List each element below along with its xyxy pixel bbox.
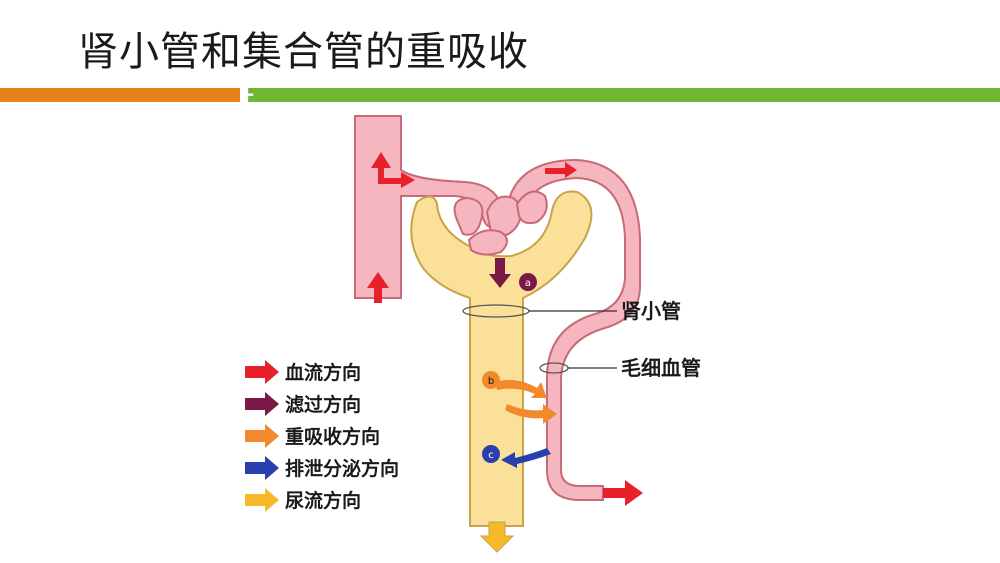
plus-icon: + — [238, 82, 256, 106]
tubule — [410, 190, 593, 527]
legend: 血流方向 滤过方向 重吸收方向 排泄分泌方向 尿流方向 — [245, 360, 399, 512]
svg-text:重吸收方向: 重吸收方向 — [285, 425, 380, 448]
marker-b: b — [482, 371, 500, 389]
legend-item-blood-flow: 血流方向 — [245, 360, 361, 384]
label-capillary: 毛细血管 — [621, 356, 701, 380]
svg-text:滤过方向: 滤过方向 — [285, 393, 361, 416]
svg-text:b: b — [488, 376, 494, 387]
legend-item-urine-flow: 尿流方向 — [245, 488, 361, 512]
svg-text:尿流方向: 尿流方向 — [285, 489, 361, 512]
svg-text:a: a — [525, 278, 531, 289]
legend-item-filtration: 滤过方向 — [245, 392, 361, 416]
reabsorption-arrows — [495, 380, 557, 424]
header-bar-green — [248, 88, 1000, 102]
slide-title: 肾小管和集合管的重吸收 — [78, 29, 529, 75]
secretion-arrow — [501, 448, 551, 468]
filtration-arrow — [489, 258, 511, 288]
label-tubule: 肾小管 — [621, 299, 681, 323]
marker-c: c — [482, 445, 500, 463]
svg-text:c: c — [488, 450, 494, 461]
nephron-reabsorption-diagram: a b c 肾小管 毛细血管 血流方向 滤过方向 重吸收方向 排泄分泌方向 — [245, 115, 701, 553]
glomerulus — [453, 190, 548, 256]
legend-item-reabsorption: 重吸收方向 — [245, 424, 380, 448]
svg-text:血流方向: 血流方向 — [285, 361, 361, 384]
blood-flow-arrows — [367, 152, 643, 506]
svg-text:排泄分泌方向: 排泄分泌方向 — [285, 457, 399, 480]
urine-flow-arrow — [479, 521, 515, 553]
legend-item-secretion: 排泄分泌方向 — [245, 456, 399, 480]
capillary — [505, 158, 641, 501]
marker-a: a — [519, 273, 537, 291]
header-bar-orange — [0, 88, 240, 102]
